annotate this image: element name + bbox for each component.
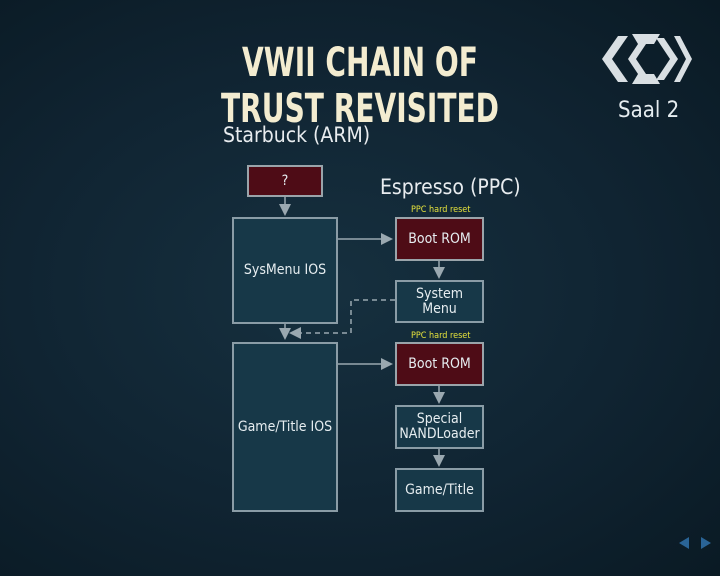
ppc-heading: Espresso (PPC) bbox=[380, 175, 521, 199]
game-title-box: Game/Title bbox=[395, 468, 484, 512]
system-menu-box: System Menu bbox=[395, 280, 484, 323]
ccc-logo-icon bbox=[602, 34, 692, 84]
game-title-label: Game/Title bbox=[405, 481, 474, 498]
arm-unknown-box: ? bbox=[247, 165, 323, 197]
arrow-right-icon[interactable] bbox=[700, 536, 712, 550]
arm-unknown-label: ? bbox=[281, 172, 289, 189]
special-label-line1: Special bbox=[416, 411, 463, 428]
arm-heading: Starbuck (ARM) bbox=[223, 123, 371, 147]
room-label: Saal 2 bbox=[618, 98, 680, 123]
game-title-ios-label: Game/Title IOS bbox=[237, 418, 333, 435]
system-menu-label: System Menu bbox=[416, 285, 463, 317]
arrow-left-icon[interactable] bbox=[678, 536, 690, 550]
reset-label-2: PPC hard reset bbox=[411, 331, 471, 341]
boot-rom-box-1: Boot ROM bbox=[395, 217, 484, 261]
sysmenu-ios-box: SysMenu IOS bbox=[232, 217, 338, 324]
boot-rom-label-2: Boot ROM bbox=[408, 355, 471, 372]
special-nandloader-box: Special NANDLoader bbox=[395, 405, 484, 449]
slide-title: VWII CHAIN OF TRUST REVISITED bbox=[221, 40, 499, 132]
reset-label-1: PPC hard reset bbox=[411, 205, 471, 215]
boot-rom-box-2: Boot ROM bbox=[395, 342, 484, 386]
special-label-line2: NANDLoader bbox=[399, 426, 480, 442]
game-title-ios-box: Game/Title IOS bbox=[232, 342, 338, 512]
boot-rom-label-1: Boot ROM bbox=[408, 230, 471, 247]
sysmenu-ios-label: SysMenu IOS bbox=[243, 262, 327, 279]
